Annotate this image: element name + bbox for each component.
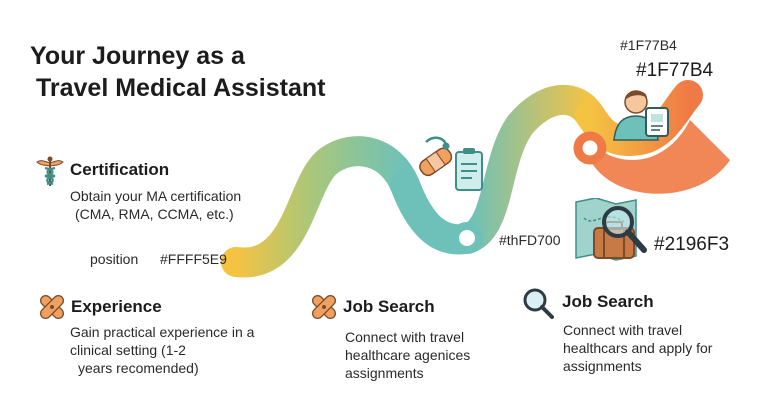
- finish-fan: [590, 120, 730, 194]
- medical-kit-icon: [419, 136, 483, 191]
- path-segment-1: [221, 136, 420, 278]
- bandage-icon: [311, 294, 337, 320]
- description-line: years recomended): [78, 360, 199, 376]
- step-description-job-search-1: Connect with travel healthcare agenices …: [345, 328, 470, 382]
- medical-assistant-icon: [613, 90, 669, 141]
- description-line: Connect with travel: [563, 322, 683, 338]
- page-title: Your Journey as a Travel Medical Assista…: [30, 40, 325, 104]
- description-line: Connect with travel: [345, 329, 465, 345]
- step-heading-job-search-1: Job Search: [343, 297, 435, 316]
- color-code-mid: #thFD700: [499, 232, 561, 248]
- map-suitcase-icon: [575, 198, 647, 261]
- bandage-icon: [39, 294, 65, 320]
- step-heading-certification: Certification: [70, 160, 170, 179]
- title-line-1: Your Journey as a: [30, 42, 245, 70]
- description-line: Gain practical experience in a: [70, 324, 255, 340]
- color-code-top-small: #1F77B4: [620, 37, 677, 53]
- step-description-experience: Gain practical experience in a clinical …: [70, 323, 254, 377]
- position-word: position: [90, 251, 139, 267]
- color-code-map: #2196F3: [654, 234, 730, 255]
- title-line-2: Travel Medical Assistant: [36, 74, 326, 102]
- path-segment-3: [455, 84, 605, 253]
- description-line: assignments: [563, 358, 642, 374]
- waypoint-ring: [451, 222, 483, 254]
- description-line: Obtain your MA certification: [70, 188, 242, 204]
- description-line: clinical setting (1-2: [70, 342, 186, 358]
- step-heading-experience: Experience: [71, 297, 162, 316]
- position-code: #FFFF5E9: [160, 251, 227, 267]
- step-heading-job-search-2: Job Search: [562, 292, 654, 311]
- description-line: healthcars and apply for: [563, 340, 713, 356]
- step-description-job-search-2: Connect with travel healthcars and apply…: [563, 321, 712, 375]
- step-description-certification: Obtain your MA certification (CMA, RMA, …: [70, 187, 241, 223]
- color-code-top-large: #1F77B4: [636, 60, 714, 81]
- magnifier-icon: [523, 288, 554, 319]
- caduceus-icon: [36, 156, 64, 186]
- description-line: (CMA, RMA, CCMA, etc.): [75, 206, 234, 222]
- description-line: healthcare agenices: [345, 347, 471, 363]
- description-line: assignments: [345, 365, 424, 381]
